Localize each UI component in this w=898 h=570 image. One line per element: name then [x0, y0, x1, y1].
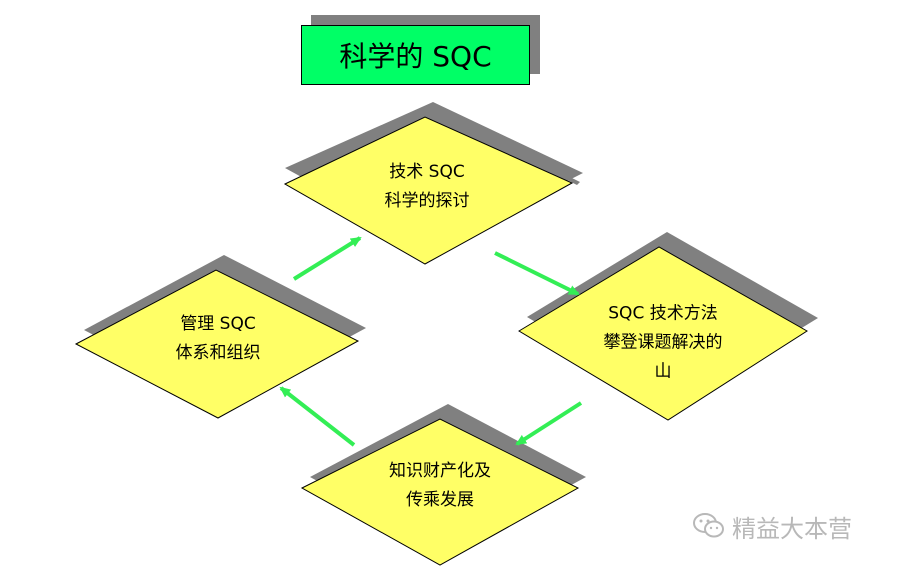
title-text: 科学的 SQC [339, 40, 492, 73]
left-diamond [74, 269, 360, 419]
title-box: 科学的 SQC [301, 25, 530, 85]
top-diamond [283, 116, 574, 265]
right-node-line-1: SQC 技术方法 [608, 303, 718, 324]
top-node-line-2: 科学的探讨 [384, 191, 470, 211]
right-node-label: SQC 技术方法 攀登课题解决的 山 [604, 300, 723, 387]
arrow-top-to-right [494, 251, 580, 296]
top-node-line-1: 技术 SQC [389, 162, 465, 182]
wechat-icon [693, 513, 724, 538]
watermark-text: 精益大本营 [732, 514, 852, 543]
left-node-label: 管理 SQC 体系和组织 [176, 310, 261, 368]
top-node-label: 技术 SQC 科学的探讨 [385, 158, 470, 216]
bottom-node-line-1: 知识财产化及 [389, 461, 491, 481]
bottom-node-label: 知识财产化及 传乘发展 [389, 457, 491, 515]
arrow-bottom-to-left [279, 386, 356, 447]
right-diamond [518, 246, 808, 421]
arrow-left-to-top [292, 236, 362, 281]
bottom-diamond [300, 418, 580, 566]
watermark: 精益大本营 [692, 508, 852, 544]
bottom-node-line-2: 传乘发展 [406, 490, 474, 510]
right-node-line-3: 山 [654, 361, 672, 382]
left-node-line-2: 体系和组织 [175, 343, 261, 363]
right-node-line-2: 攀登课题解决的 [603, 332, 723, 353]
arrow-right-to-bottom [515, 401, 583, 446]
left-node-line-1: 管理 SQC [180, 314, 256, 334]
